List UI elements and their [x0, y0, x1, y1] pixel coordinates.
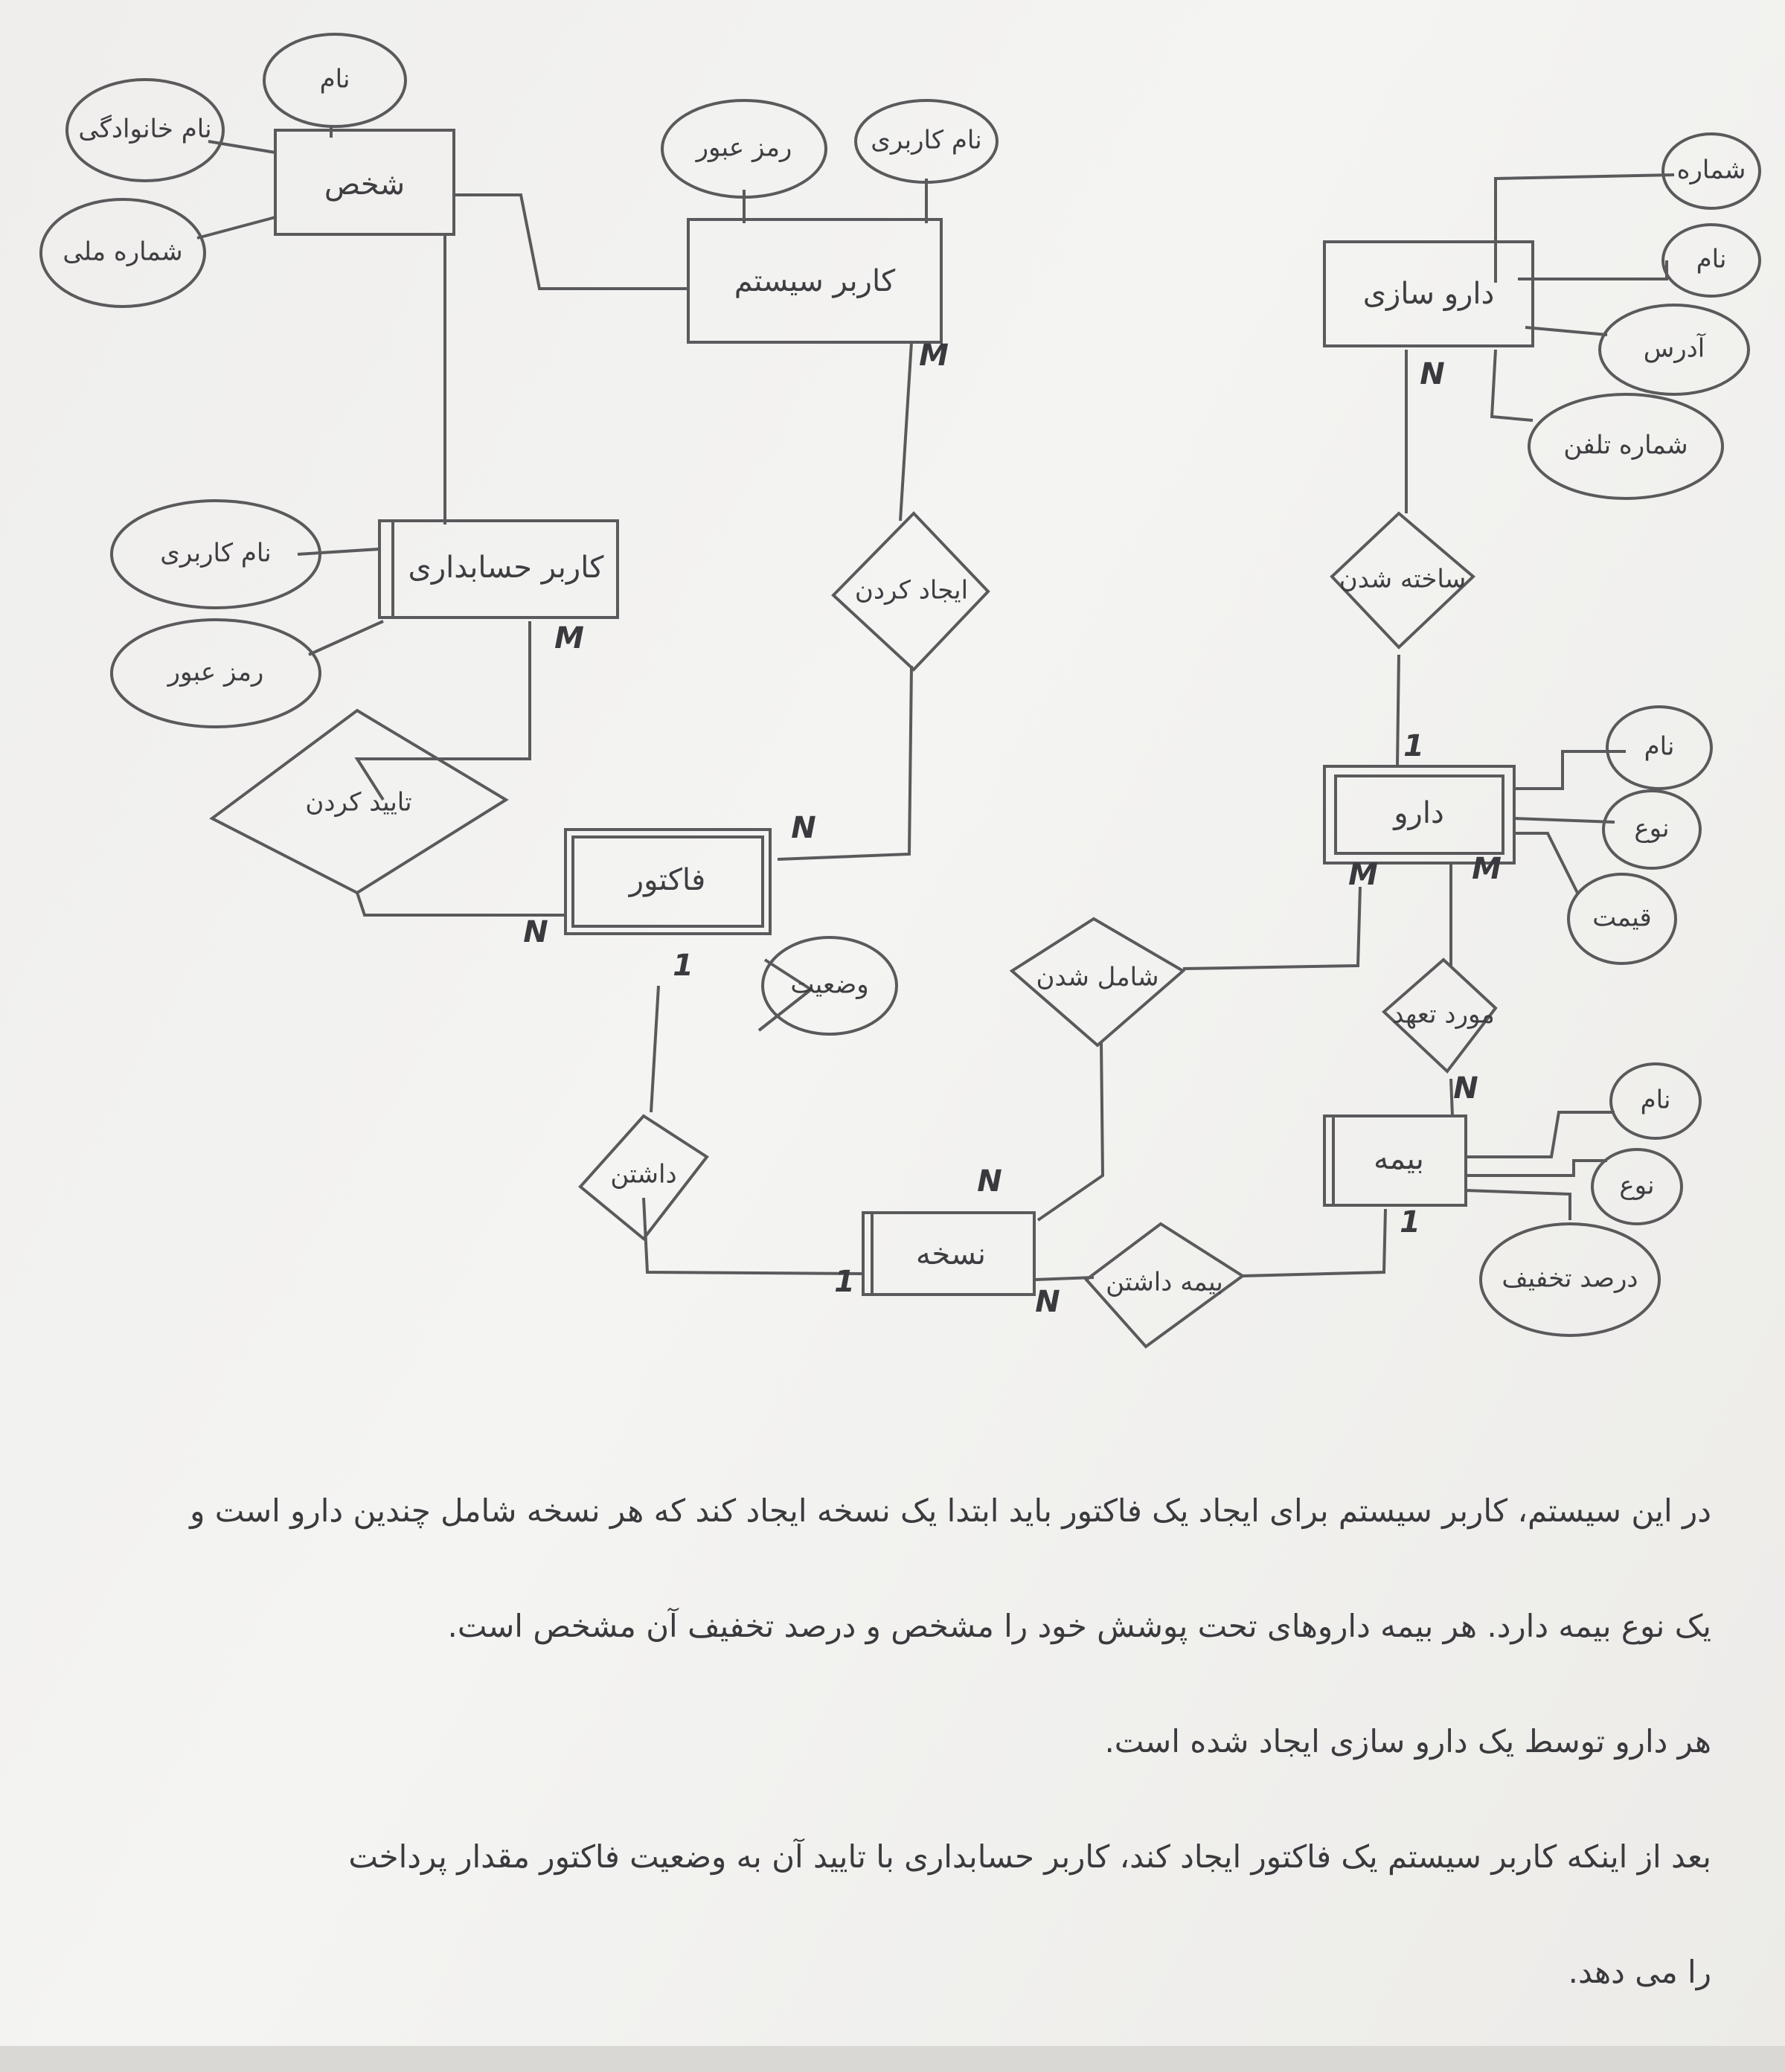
entity-label: شخص [324, 167, 405, 202]
attribute-drug-name: نام [1606, 705, 1713, 790]
description-notes: در این سیستم، کاربر سیستم برای ایجاد یک … [52, 1495, 1711, 2072]
relationship-label: تایید کردن [305, 788, 411, 818]
relationship-label: ساخته شدن [1339, 565, 1466, 594]
attribute-label: قیمت [1592, 903, 1652, 933]
attribute-label: نام کاربری [871, 126, 981, 155]
entity-insurance: بیمه [1323, 1114, 1467, 1207]
relationship-label: شامل شدن [1036, 963, 1159, 992]
cardinality-label: 1 [673, 949, 693, 983]
cardinality-labels: M N M N 1 1 N N 1 N 1 M M N [523, 339, 1502, 1319]
attribute-insurance-name: نام [1609, 1062, 1702, 1140]
attribute-label: رمز عبور [695, 133, 792, 163]
attribute-label: وضعیت [790, 970, 868, 1000]
entity-system-user: کاربر سیستم [687, 218, 943, 344]
cardinality-label: M [1472, 852, 1502, 886]
attribute-label: نام [320, 65, 350, 94]
cardinality-label: N [977, 1164, 1002, 1199]
attribute-label: شماره [1677, 155, 1746, 185]
relationship-produces: ساخته شدن [1330, 511, 1475, 649]
relationship-create: ایجاد کردن [831, 511, 990, 672]
attribute-label: نام [1644, 732, 1675, 762]
attribute-label: درصد تخفیف [1502, 1264, 1638, 1294]
entity-pharma-company: دارو سازی [1323, 240, 1534, 347]
note-line: بعد از اینکه کاربر سیستم یک فاکتور ایجاد… [348, 1838, 1711, 1875]
entity-label: کاربر حسابداری [408, 551, 605, 585]
attribute-company-address: آدرس [1598, 304, 1750, 396]
entity-drug: دارو [1323, 765, 1516, 865]
attribute-label: نام [1641, 1085, 1671, 1115]
connector-lines [196, 126, 1675, 1281]
attribute-sysuser-password: رمز عبور [661, 99, 827, 199]
attribute-label: نام کاربری [160, 539, 271, 568]
relationship-has: داشتن [578, 1114, 709, 1241]
attribute-label: نام خانوادگی [78, 115, 211, 144]
attribute-label: نوع [1619, 1171, 1654, 1201]
cardinality-label: N [523, 915, 548, 949]
attribute-label: شماره تلفن [1563, 431, 1688, 461]
attribute-label: نوع [1634, 814, 1669, 844]
entity-label: دارو سازی [1363, 277, 1495, 311]
attribute-drug-type: نوع [1602, 789, 1702, 870]
attribute-company-name: نام [1661, 223, 1761, 298]
note-line: در این سیستم، کاربر سیستم برای ایجاد یک … [190, 1492, 1711, 1529]
attribute-insurance-discount: درصد تخفیف [1479, 1222, 1661, 1337]
cardinality-label: N [1035, 1285, 1060, 1319]
entity-label: نسخه [916, 1237, 986, 1271]
relationship-label: بیمه داشتن [1106, 1268, 1223, 1298]
attribute-label: نام [1696, 245, 1727, 275]
attribute-label: شماره ملی [63, 237, 182, 267]
attribute-drug-price: قیمت [1567, 873, 1677, 965]
attribute-company-phone: شماره تلفن [1528, 393, 1724, 500]
relationship-label: ایجاد کردن [855, 576, 968, 606]
attribute-sysuser-username: نام کاربری [854, 99, 999, 184]
attribute-person-first-name: نام [263, 33, 407, 128]
note-line: یک نوع بیمه دارد. هر بیمه داروهای تحت پو… [447, 1608, 1711, 1644]
cardinality-label: M [919, 339, 949, 373]
relationship-covered: مورد تعهد [1382, 958, 1498, 1074]
relationship-label: داشتن [610, 1160, 676, 1190]
relationship-includes: شامل شدن [1009, 917, 1186, 1048]
relationship-label: مورد تعهد [1392, 1000, 1495, 1030]
relationship-insured: بیمه داشتن [1084, 1222, 1246, 1349]
cardinality-label: 1 [834, 1265, 855, 1299]
note-line: هر دارو توسط یک دارو سازی ایجاد شده است. [1104, 1723, 1711, 1760]
cardinality-label: M [1348, 858, 1378, 892]
relationship-confirm: تایید کردن [209, 708, 509, 895]
entity-label: کاربر سیستم [734, 264, 896, 298]
attribute-company-number: شماره [1661, 132, 1761, 210]
entity-invoice: فاکتور [564, 828, 772, 935]
attribute-label: رمز عبور [167, 658, 264, 687]
attribute-accuser-password: رمز عبور [110, 618, 321, 728]
cardinality-label: N [1420, 357, 1444, 391]
entity-prescription: نسخه [862, 1211, 1036, 1296]
entity-label: فاکتور [628, 863, 705, 897]
entity-person: شخص [274, 129, 455, 236]
cardinality-label: 1 [1403, 729, 1424, 763]
note-line: را می دهد. [1568, 1954, 1711, 1990]
attribute-invoice-status: وضعیت [761, 936, 898, 1036]
attribute-person-last-name: نام خانوادگی [65, 78, 225, 182]
entity-label: بیمه [1374, 1142, 1424, 1176]
cardinality-label: M [554, 621, 584, 655]
attribute-label: آدرس [1644, 333, 1706, 364]
cardinality-label: 1 [1400, 1205, 1420, 1239]
attribute-insurance-type: نوع [1591, 1148, 1683, 1225]
entity-accounting-user: کاربر حسابداری [378, 519, 619, 619]
attribute-accuser-username: نام کاربری [110, 499, 321, 609]
entity-label: دارو [1392, 796, 1444, 830]
cardinality-label: N [1453, 1071, 1478, 1106]
cardinality-label: N [791, 811, 815, 845]
attribute-person-national-id: شماره ملی [39, 198, 206, 308]
